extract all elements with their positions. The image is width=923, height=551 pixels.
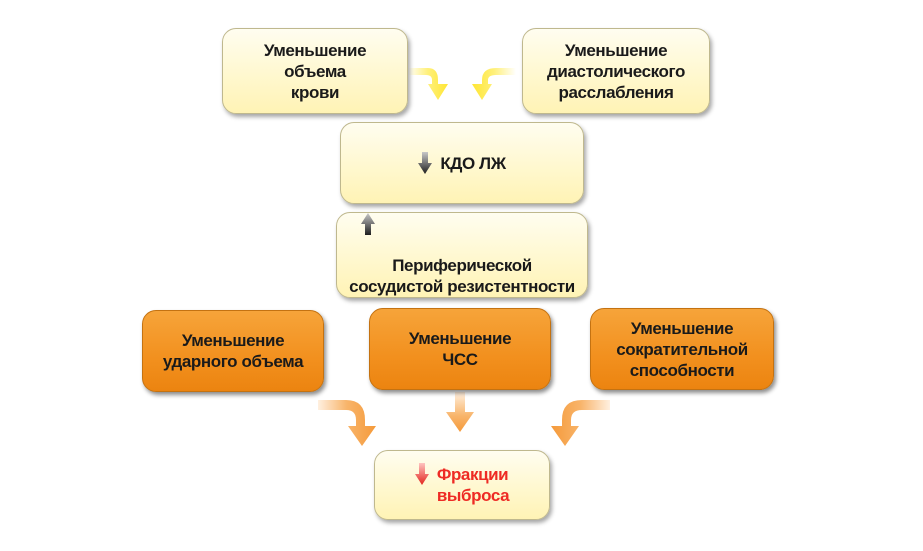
heart-rate-label: Уменьшение ЧСС bbox=[408, 329, 512, 369]
arrow-stroke-volume-to-ef bbox=[318, 400, 376, 446]
arrow-diastolic-to-edv bbox=[472, 68, 516, 100]
diastolic-relaxation-label: Уменьшение диастолического расслабления bbox=[547, 40, 685, 102]
contractility-box: Уменьшение сократительной способности bbox=[590, 308, 774, 390]
peripheral-resistance-box: Периферической сосудистой резистентности bbox=[336, 212, 588, 298]
down-arrow-red-icon bbox=[414, 463, 429, 485]
arrow-contractility-to-ef bbox=[551, 400, 610, 446]
blood-volume-label: Уменьшение объема крови bbox=[263, 40, 367, 102]
stroke-volume-box: Уменьшение ударного объема bbox=[142, 310, 324, 392]
arrow-heart-rate-to-ef bbox=[446, 392, 474, 432]
lv-edv-label: КДО ЛЖ bbox=[440, 153, 506, 173]
up-arrow-icon bbox=[361, 213, 376, 235]
blood-volume-box: Уменьшение объема крови bbox=[222, 28, 408, 114]
peripheral-resistance-text: Периферической сосудистой резистентности bbox=[349, 256, 575, 296]
stroke-volume-label: Уменьшение ударного объема bbox=[162, 331, 304, 371]
ejection-fraction-label: Фракции выброса bbox=[436, 465, 510, 505]
arrow-blood-volume-to-edv bbox=[408, 68, 448, 100]
ejection-fraction-box: Фракции выброса bbox=[374, 450, 550, 520]
lv-edv-box: КДО ЛЖ bbox=[340, 122, 584, 204]
contractility-label: Уменьшение сократительной способности bbox=[616, 318, 748, 380]
diastolic-relaxation-box: Уменьшение диастолического расслабления bbox=[522, 28, 710, 114]
down-arrow-icon bbox=[418, 152, 433, 174]
peripheral-resistance-label: Периферической сосудистой резистентности bbox=[349, 213, 575, 297]
heart-rate-box: Уменьшение ЧСС bbox=[369, 308, 551, 390]
